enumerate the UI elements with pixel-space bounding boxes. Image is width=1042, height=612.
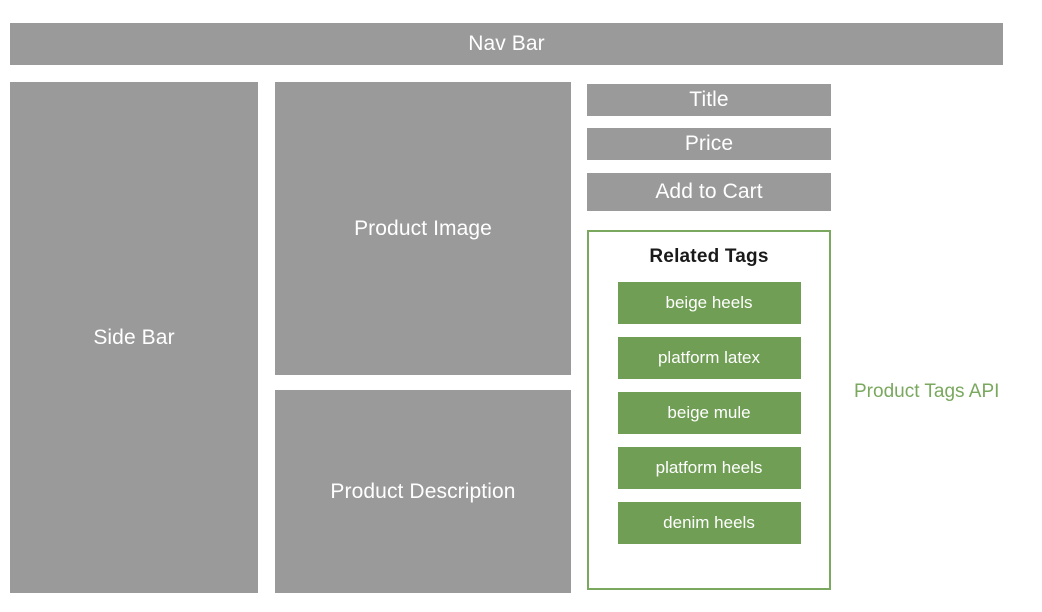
nav-bar[interactable]: Nav Bar xyxy=(10,23,1003,65)
product-description[interactable]: Product Description xyxy=(275,390,571,593)
product-price-label: Price xyxy=(684,132,734,156)
add-to-cart-button[interactable]: Add to Cart xyxy=(587,173,831,211)
related-tags-heading: Related Tags xyxy=(649,246,769,267)
product-image[interactable]: Product Image xyxy=(275,82,571,375)
product-tags-api-annotation: Product Tags API xyxy=(854,381,1000,402)
product-title-block[interactable]: Title xyxy=(587,84,831,116)
related-tags-panel: Related Tags beige heels platform latex … xyxy=(587,230,831,590)
nav-bar-label: Nav Bar xyxy=(468,32,545,56)
add-to-cart-label: Add to Cart xyxy=(655,180,763,204)
side-bar[interactable]: Side Bar xyxy=(10,82,258,593)
product-image-label: Product Image xyxy=(354,216,492,240)
product-title-label: Title xyxy=(689,88,729,112)
tag-chip[interactable]: platform latex xyxy=(617,337,801,379)
product-description-label: Product Description xyxy=(330,479,516,503)
tag-chip[interactable]: beige heels xyxy=(617,282,801,324)
tag-chip[interactable]: beige mule xyxy=(617,392,801,434)
product-price-block[interactable]: Price xyxy=(587,128,831,160)
related-tags-list: beige heels platform latex beige mule pl… xyxy=(589,282,829,544)
side-bar-label: Side Bar xyxy=(93,325,175,349)
tag-chip[interactable]: denim heels xyxy=(617,502,801,544)
tag-chip[interactable]: platform heels xyxy=(617,447,801,489)
